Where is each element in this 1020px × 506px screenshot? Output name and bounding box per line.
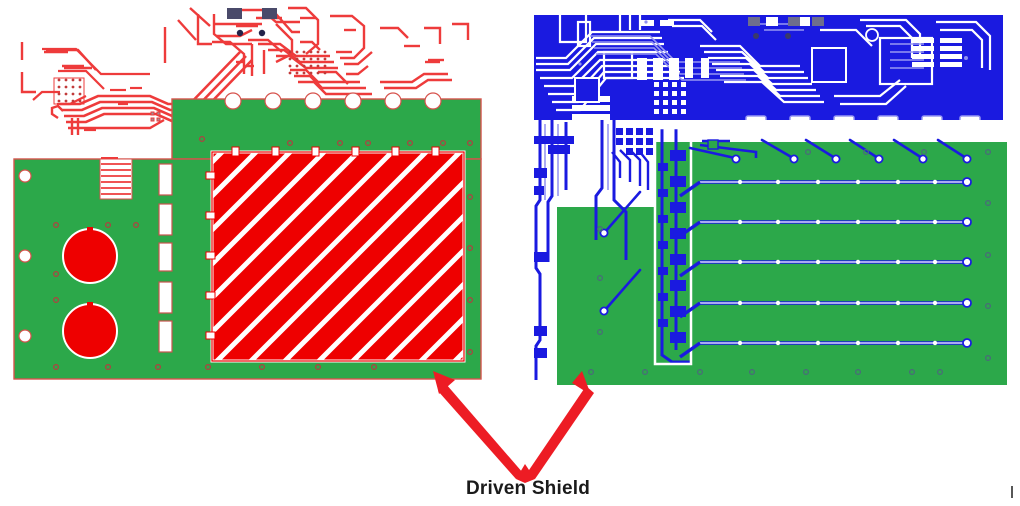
corner-mark bbox=[1011, 486, 1013, 498]
right-board-connector-pads bbox=[745, 115, 981, 120]
left-board-upper-green-panel bbox=[171, 98, 482, 160]
left-board-driven-shield bbox=[205, 146, 466, 363]
left-board-right-traces bbox=[336, 22, 470, 90]
driven-shield-caption: Driven Shield bbox=[466, 478, 591, 499]
right-board-sense-lines bbox=[679, 177, 972, 359]
left-board-smd-parts bbox=[227, 8, 277, 37]
left-board-trace-bundle bbox=[32, 47, 204, 135]
right-board bbox=[534, 15, 1007, 385]
left-board-ribbon-pads bbox=[99, 157, 133, 200]
right-board-center-channel bbox=[653, 126, 693, 366]
driven-shield-callout-arrows bbox=[433, 371, 594, 483]
left-board-round-pads bbox=[62, 227, 118, 359]
left-board-vias bbox=[52, 136, 474, 371]
right-board-lower-routing bbox=[534, 120, 991, 380]
left-board-edge-slots bbox=[158, 163, 173, 353]
left-board-edge-pads bbox=[224, 92, 442, 110]
right-board-blue-pour bbox=[534, 15, 1003, 120]
right-board-vias bbox=[587, 149, 991, 376]
left-board-mounting-holes bbox=[18, 169, 32, 343]
left-board bbox=[13, 6, 482, 380]
left-board-via-field bbox=[288, 50, 328, 78]
right-board-tiepoint-pad bbox=[707, 139, 719, 150]
